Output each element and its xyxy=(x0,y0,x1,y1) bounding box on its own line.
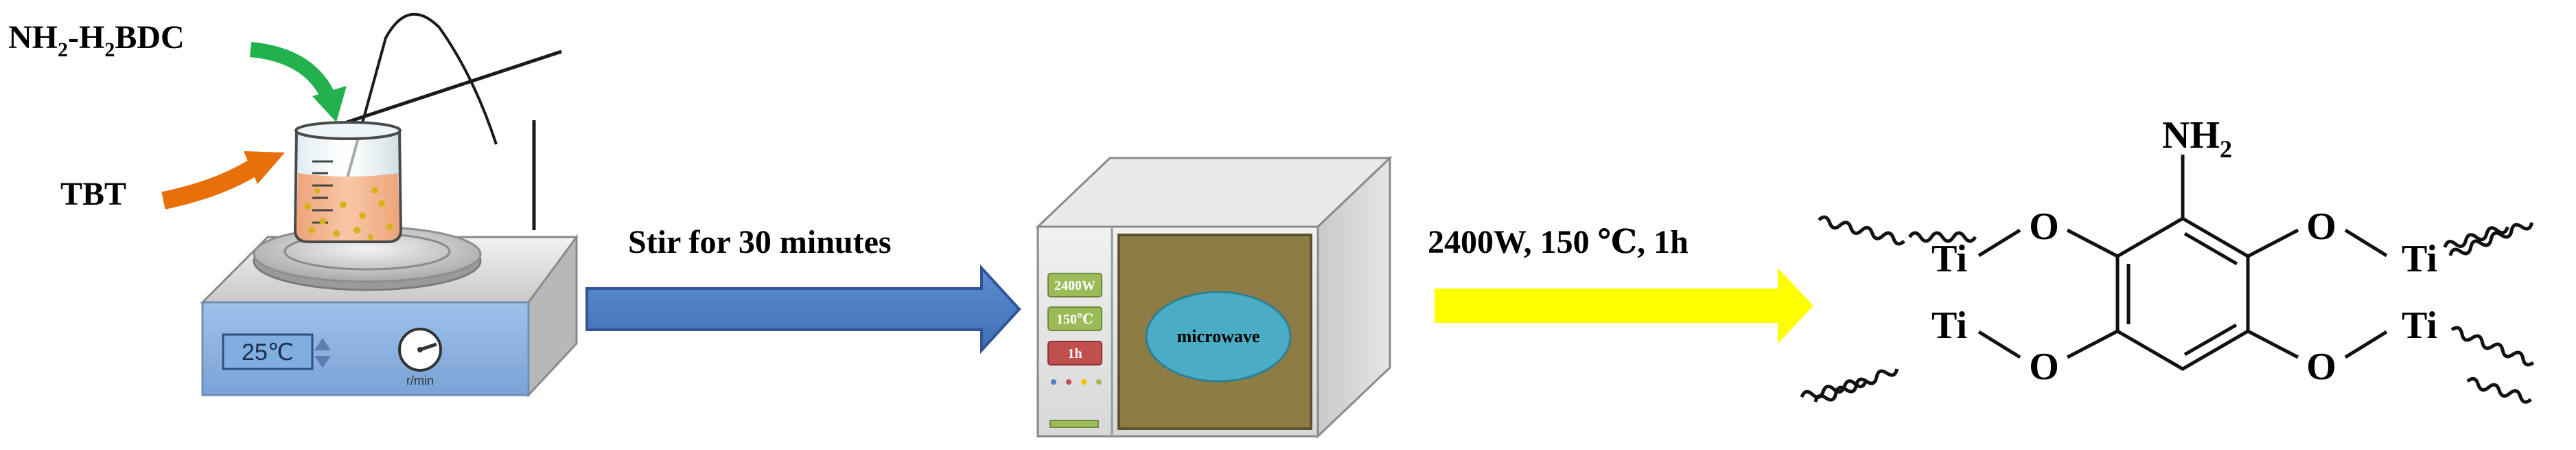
wavy-bond-upper-right xyxy=(2443,226,2509,249)
linker-addition-arrow xyxy=(249,42,335,100)
speed-unit-label: r/min xyxy=(406,374,434,387)
stirrer-wire xyxy=(336,12,498,214)
time-setting-button[interactable] xyxy=(1047,341,1102,365)
tbt-label: TBT xyxy=(60,176,126,212)
wavy-bond-ti-lower-right xyxy=(2450,326,2535,367)
microwave-step-arrow xyxy=(1435,268,1813,344)
beaker xyxy=(293,121,403,243)
temperature-setting-button[interactable] xyxy=(1047,306,1102,331)
temperature-setting-label: 150℃ xyxy=(1056,312,1093,327)
titanium-lower-left: Ti xyxy=(1931,304,1967,347)
benzene-ring xyxy=(2115,216,2250,371)
oxygen-upper-right: O xyxy=(2306,205,2336,248)
wavy-bond-upper-left xyxy=(1907,231,1977,243)
temperature-readout: 25℃ xyxy=(242,339,294,365)
indicator-light-icon xyxy=(1051,379,1056,385)
linker-label: NH2-H2BDC xyxy=(8,19,185,61)
oxygen-upper-left: O xyxy=(2029,205,2059,248)
temperature-up-icon xyxy=(314,338,331,350)
stand-clamp-arm xyxy=(346,49,562,124)
wavy-bond-ti-upper-left xyxy=(1818,215,1905,246)
temperature-display xyxy=(222,333,314,370)
titanium-upper-left: Ti xyxy=(1931,238,1967,280)
power-setting-label: 2400W xyxy=(1054,278,1095,293)
oxygen-lower-right: O xyxy=(2306,346,2336,388)
indicator-light-icon xyxy=(1066,379,1071,385)
time-setting-label: 1h xyxy=(1067,346,1082,361)
stir-step-arrow xyxy=(585,264,1021,355)
wavy-bond-lower-right xyxy=(2466,376,2532,404)
wavy-bond-ti-lower-left xyxy=(1813,368,1899,403)
wavy-bond-ti-upper-right xyxy=(2448,222,2534,256)
tbt-addition-arrow xyxy=(161,158,260,210)
indicator-light-icon xyxy=(1081,379,1087,385)
titanium-upper-right: Ti xyxy=(2402,238,2437,280)
status-strip xyxy=(1049,420,1099,428)
microwave-step-label: 2400W, 150 ℃, 1h xyxy=(1428,224,1689,260)
amine-group-label: NH2 xyxy=(2162,114,2232,163)
power-setting-button[interactable] xyxy=(1047,273,1102,297)
microwave-chamber-oval xyxy=(1145,291,1292,383)
titanium-lower-right: Ti xyxy=(2402,304,2437,347)
microwave-window-label: microwave xyxy=(1177,326,1260,346)
oxygen-lower-left: O xyxy=(2029,346,2059,388)
stir-step-label: Stir for 30 minutes xyxy=(628,224,892,260)
hotplate-stirrer: 25℃ r/min xyxy=(200,12,578,398)
indicator-light-icon xyxy=(1096,379,1102,385)
beaker-rim xyxy=(294,121,402,140)
microwave-reactor: 2400W 150℃ 1h microwave xyxy=(1035,155,1393,439)
temperature-down-icon xyxy=(314,356,331,368)
suspended-particles xyxy=(304,187,393,240)
